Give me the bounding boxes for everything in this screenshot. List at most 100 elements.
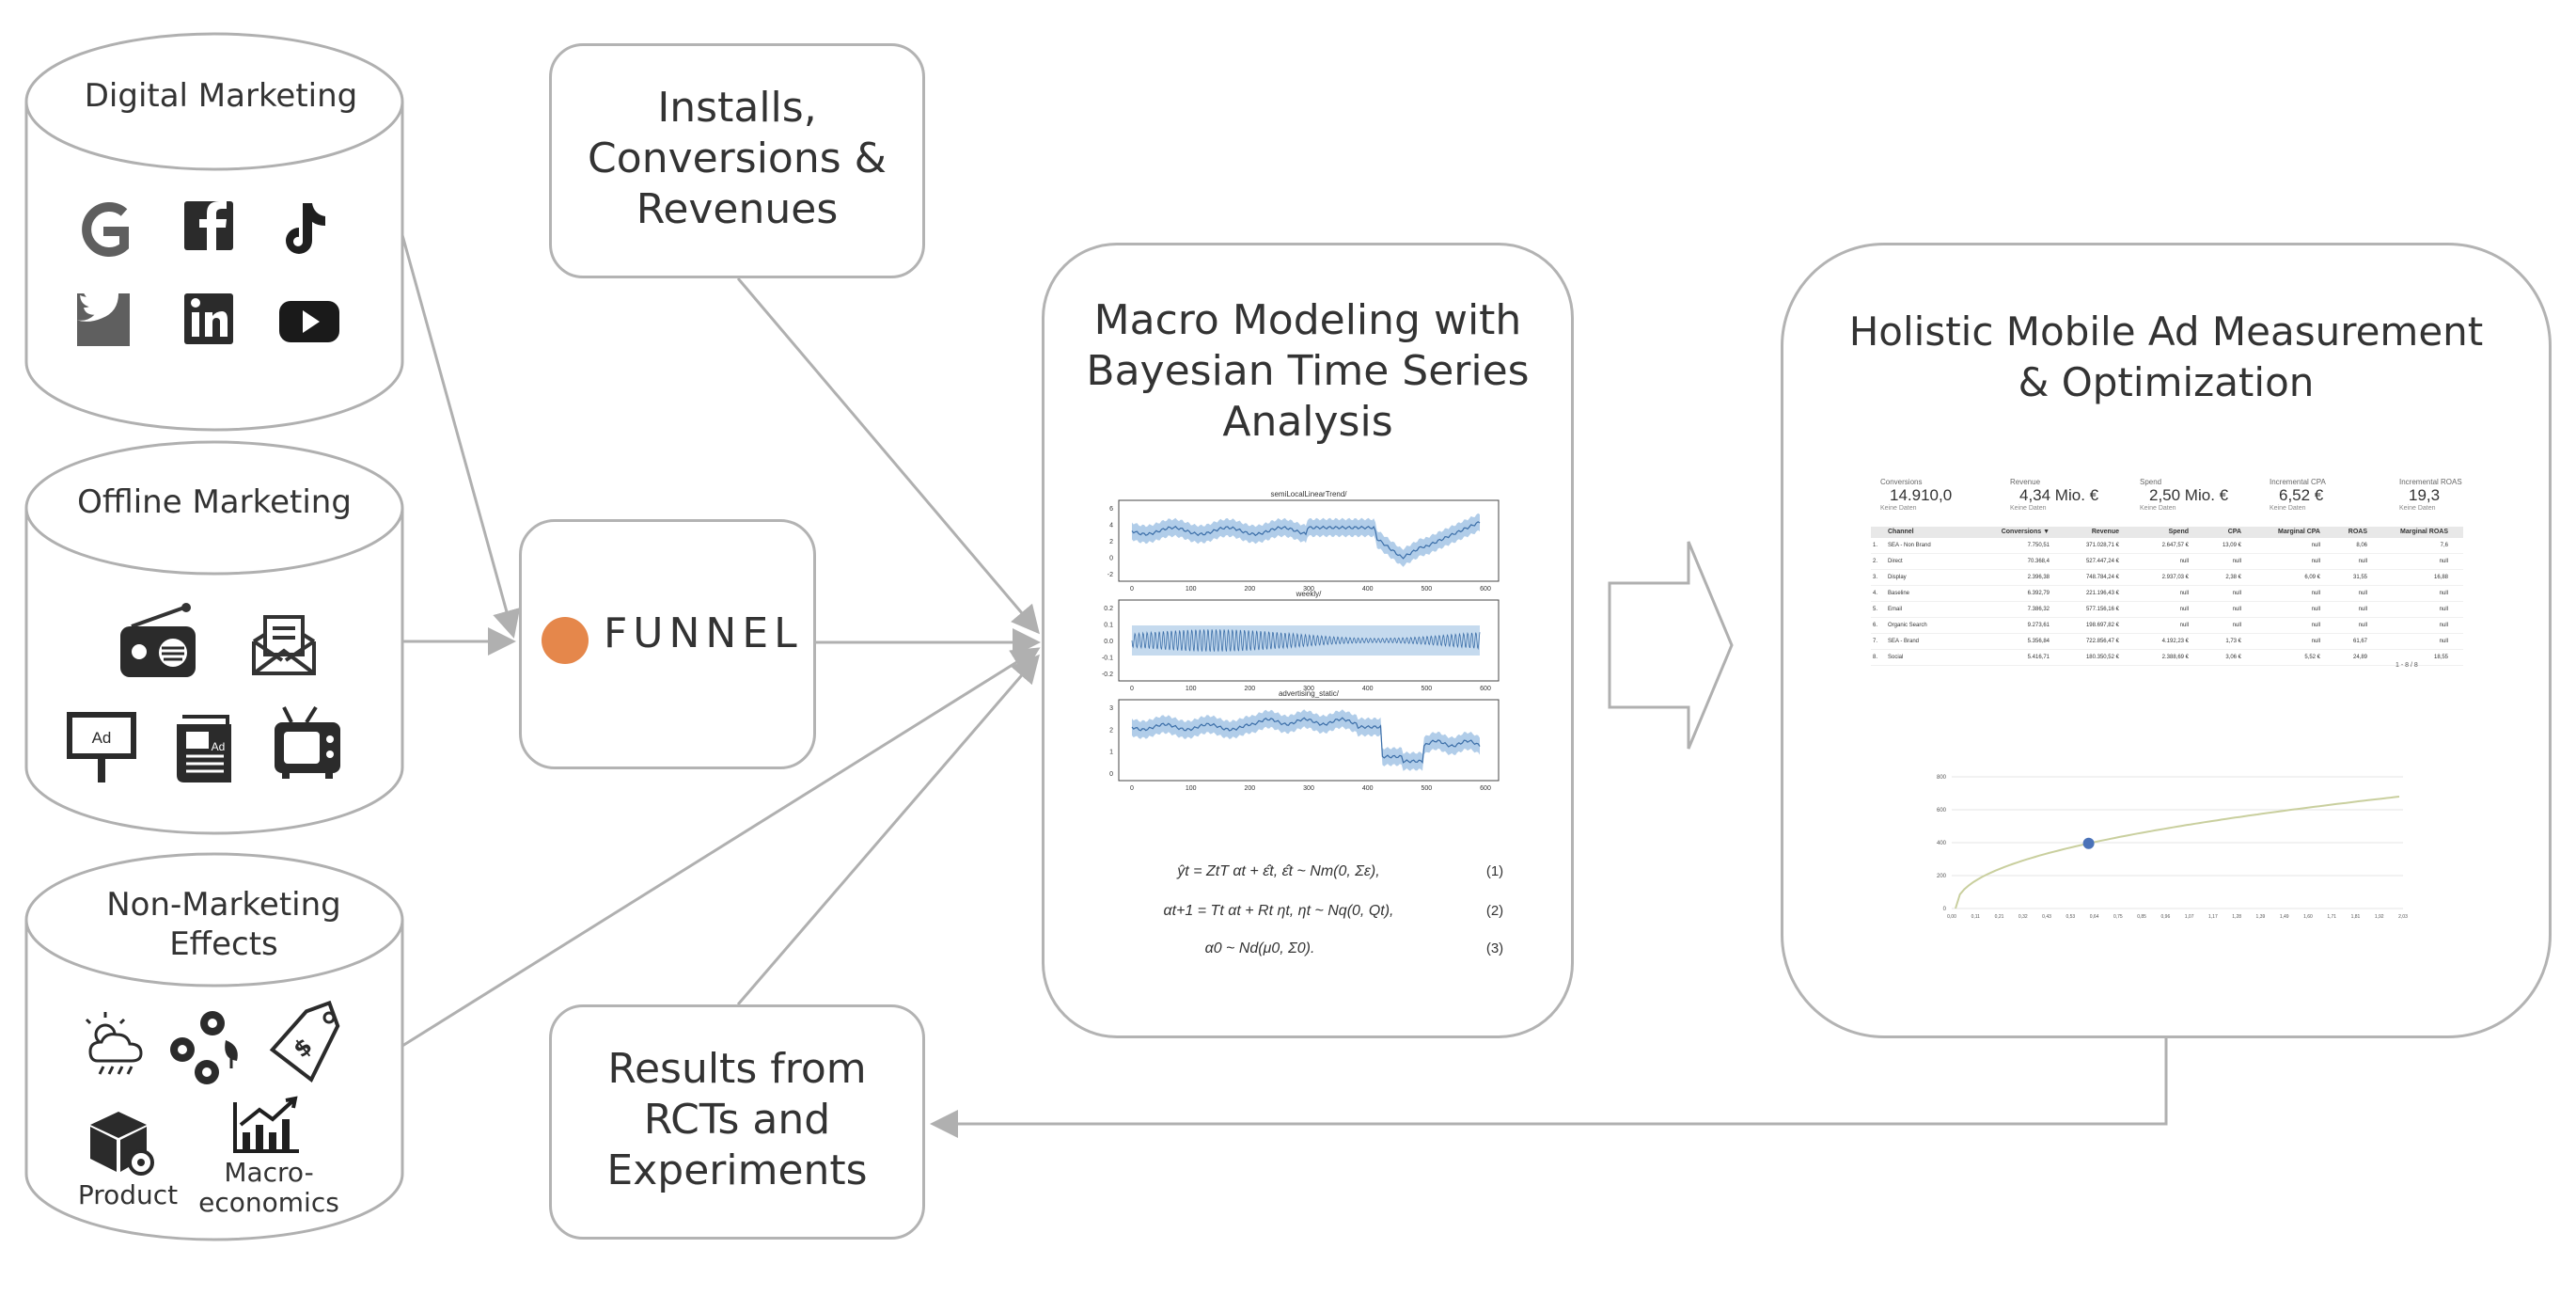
ts-y-tick: 2 [1109,727,1113,734]
kpi-label: Revenue [2010,478,2041,486]
dashboard-title-line1: Holistic Mobile Ad Measurement [1848,308,2484,355]
table-cell: 16,88 [2433,575,2448,580]
billboard-ad-text: Ad [92,729,112,747]
curve-x-tick: 1,81 [2351,914,2361,920]
curve-x-tick: 2,03 [2398,914,2408,920]
table-cell: null [2358,607,2367,612]
results-line2: RCTs and [643,1096,831,1144]
channel-table: Channel Conversions ▼ Revenue Spend CPA Margi… [1871,527,2463,666]
table-header-cell[interactable]: Channel [1888,529,1914,535]
curve-y-tick: 200 [1937,874,1947,879]
table-cell: 9.273,61 [2027,623,2050,628]
kpi-value: 4,34 Mio. € [2019,486,2099,504]
table-header-cell[interactable] [1871,527,1886,538]
modeling-title-line1: Macro Modeling with [1093,296,1522,344]
table-row[interactable]: 6. Organic Search 9.273,61 198.697,82 € null… [1871,618,2463,634]
table-cell: null [2439,607,2448,612]
table-cell: null [2439,591,2448,596]
kpi-value: 2,50 Mio. € [2149,486,2229,504]
table-header-cell[interactable]: Spend [2168,529,2189,535]
table-cell: null [2232,607,2241,612]
ts-x-tick: 400 [1362,586,1374,593]
table-cell: 1,73 € [2225,639,2241,644]
ts-plot-title: weekly/ [1296,590,1322,598]
table-cell: 61,67 [2352,639,2367,644]
youtube-icon [279,301,339,342]
table-header-cell[interactable]: CPA [2227,529,2241,535]
macroeconomics-label-line2: economics [198,1187,339,1218]
ts-x-tick: 200 [1244,785,1255,792]
curve-x-tick: 1,28 [2232,914,2241,920]
table-cell: null [2311,623,2320,628]
ts-x-tick: 300 [1303,686,1314,692]
table-cell: 2,38 € [2225,575,2241,580]
curve-y-tick: 800 [1937,775,1947,781]
ts-y-tick: 0.0 [1104,639,1113,645]
ts-y-tick: -2 [1107,572,1113,578]
table-header-cell[interactable]: Marginal CPA [2278,529,2320,535]
curve-x-tick: 1,07 [2185,914,2194,920]
results-to-model-arrow [736,654,1040,1005]
table-header-cell[interactable]: Conversions ▼ [2001,529,2050,535]
curve-x-tick: 1,39 [2256,914,2266,920]
offline-marketing-title: Offline Marketing [77,483,352,521]
ts-y-tick: 3 [1109,705,1113,712]
ts-x-tick: 100 [1186,586,1197,593]
equation-3: α0 ~ Nd(μ0, Σ0). [1204,940,1315,956]
ts-x-tick: 0 [1130,785,1134,792]
table-header-cell[interactable]: Marginal ROAS [2400,529,2448,535]
modeling-title-line3: Analysis [1222,398,1393,446]
table-cell: null [2358,623,2367,628]
ts-band [1132,625,1480,656]
table-cell: 5.416,71 [2027,655,2050,660]
table-cell: null [2439,559,2448,564]
dashboard-box [1781,243,2552,1038]
table-header-cell[interactable]: ROAS [2348,529,2367,535]
table-header-cell[interactable]: Revenue [2091,529,2119,535]
ts-plot-title: semiLocalLinearTrend/ [1270,490,1347,498]
table-cell: 2.647,57 € [2161,543,2189,548]
ts-band [1132,513,1480,567]
table-cell: 7. [1873,639,1878,644]
installs-line2: Conversions & [588,134,887,182]
ts-x-tick: 200 [1244,586,1255,593]
table-cell: 8. [1873,655,1878,660]
kpi-sub: Keine Daten [2010,505,2047,512]
table-cell: 198.697,82 € [2085,623,2119,628]
weather-icon [85,1012,143,1075]
funnel-logo-text: FUNNEL [604,609,803,657]
table-cell: Organic Search [1888,623,1927,628]
modeling-title-line2: Bayesian Time Series [1086,347,1530,395]
table-cell: 18,55 [2433,655,2448,660]
table-cell: null [2232,623,2241,628]
ts-x-tick: 100 [1186,686,1197,692]
ts-x-tick: 500 [1421,586,1432,593]
tv-icon [275,705,340,779]
dashboard-title-line2: & Optimization [2018,359,2315,405]
digital-marketing-title: Digital Marketing [84,77,358,115]
ts-x-tick: 600 [1480,586,1491,593]
table-cell: 6. [1873,623,1878,628]
table-cell: 8,06 [2356,543,2367,548]
table-cell: null [2179,623,2189,628]
table-cell: 2.396,38 [2027,575,2050,580]
kpi-label: Incremental ROAS [2399,478,2462,486]
newspaper-icon: Ad [177,715,231,782]
ts-y-tick: 0.2 [1104,606,1113,612]
ts-y-tick: -0.1 [1102,656,1113,662]
table-cell: 371.028,71 € [2085,543,2119,548]
ts-y-tick: 1 [1109,750,1113,756]
table-cell: Social [1888,655,1904,660]
